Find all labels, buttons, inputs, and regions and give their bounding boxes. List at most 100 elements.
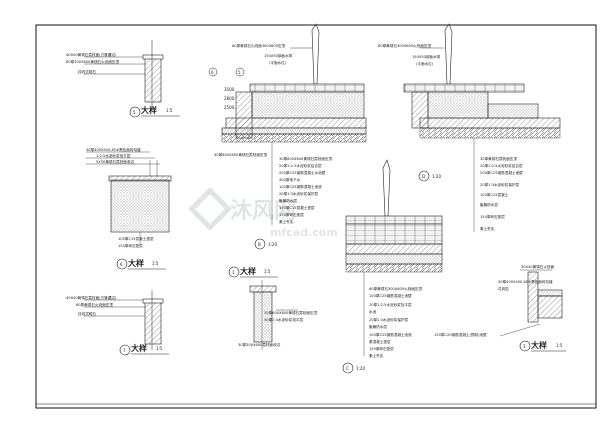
svg-text:60厚黄锈石300X600火烧面压顶: 60厚黄锈石300X600火烧面压顶: [369, 286, 423, 291]
svg-text:素土夯实: 素土夯实: [480, 226, 495, 231]
detail-C: 60厚黄锈石300X600火烧面压顶 100厚C25钢筋混凝土池壁 20厚1:2…: [342, 159, 443, 374]
detail-number: 1: [232, 270, 235, 275]
detail-callout-circle: [418, 170, 430, 182]
sheet-frame: [35, 24, 597, 409]
note: 30厚300X600荔枝面收边: [238, 342, 281, 347]
detail-title: 大样: [240, 266, 256, 276]
detail-callout-circle: [119, 344, 131, 356]
svg-text:100厚C25钢筋混凝土池底: 100厚C25钢筋混凝土池底: [369, 332, 412, 337]
svg-text:30厚黄锈石荔枝面压顶: 30厚黄锈石荔枝面压顶: [480, 156, 517, 161]
svg-text:20厚1:2.5水泥砂浆结合层: 20厚1:2.5水泥砂浆结合层: [279, 163, 322, 168]
note: 30厚600X600黄锈石荔枝面压顶: [214, 152, 268, 157]
detail-B-notes: 30厚600X600黄锈石荔枝面压顶 20厚1:2.5水泥砂浆结合层 200厚C…: [279, 156, 333, 224]
note: 花岗岩: [498, 286, 509, 291]
note: 60厚300X600黄锈石火烧面压顶: [66, 59, 120, 64]
detail-scale: 1:5: [152, 261, 159, 266]
detail-title: 大样: [128, 258, 144, 268]
detail-number: 5: [133, 110, 136, 115]
watermark: 沐风网 mfcad.com: [188, 187, 338, 239]
svg-text:100厚C25混凝土: 100厚C25混凝土: [480, 192, 509, 197]
svg-text:30厚600X600黄锈石荔枝面压顶: 30厚600X600黄锈石荔枝面压顶: [279, 156, 333, 161]
detail-scale: 1:5: [264, 269, 271, 274]
note: 30厚400X400,65#黑色面砖勾缝: [498, 279, 553, 284]
note: (平面水位): [416, 61, 434, 66]
detail-title: 大样: [131, 343, 147, 353]
svg-text:20厚1:3水泥砂浆保护层: 20厚1:3水泥砂浆保护层: [279, 191, 319, 196]
detail-scale: 1:20: [432, 174, 441, 179]
svg-text:20厚1:2.5水泥砂浆结合层: 20厚1:2.5水泥砂浆结合层: [480, 163, 523, 168]
detail-title: 大样: [141, 105, 157, 115]
svg-text:20厚1:3水泥砂浆保护层: 20厚1:3水泥砂浆保护层: [480, 182, 520, 187]
detail-callout-circle: [342, 362, 354, 374]
detail-6: 30厚400X400,65#黑色面砖勾缝 1:2.5水泥砂浆找平层 5X30黄锈…: [86, 147, 172, 270]
svg-text:150厚碎石垫层: 150厚碎石垫层: [279, 212, 304, 217]
note: 30厚400X400,65#黑色面砖勾缝: [86, 147, 141, 152]
svg-text:水池: 水池: [369, 309, 377, 314]
svg-text:20厚1:3水泥砂浆保护层: 20厚1:3水泥砂浆保护层: [369, 317, 409, 322]
svg-text:聚脲防水层: 聚脲防水层: [369, 324, 387, 329]
note: 1:2.5水泥砂浆找平层: [96, 153, 131, 158]
watermark-text: 沐风网: [230, 199, 296, 224]
svg-text:聚脲防水层: 聚脲防水层: [279, 198, 297, 203]
note: 60厚黄锈石火烧面300X600压顶: [232, 43, 286, 48]
detail-scale: 1:20: [268, 242, 277, 247]
note: 100厚C15混凝土垫层: [118, 236, 154, 241]
detail-number: 7: [123, 348, 126, 353]
note: 挂线式砌石: [78, 69, 96, 74]
note: 20厚600X600黄锈石荔枝面压顶: [264, 310, 318, 315]
detail-callout-circle: [254, 238, 266, 250]
detail-callout-circle: [129, 106, 141, 118]
detail-number: 6: [120, 262, 123, 267]
svg-text:100厚C25钢筋混凝土池壁: 100厚C25钢筋混凝土池壁: [369, 293, 412, 298]
detail-label: C: [346, 366, 349, 371]
level-mark: 2500.: [224, 105, 235, 110]
svg-text:200厚C25钢筋混凝土池壁: 200厚C25钢筋混凝土池壁: [480, 170, 523, 175]
note: 60厚黄锈石火烧面压顶: [76, 302, 113, 307]
note: (平面水位): [269, 60, 287, 65]
note: 150X50钢板水带: [412, 54, 441, 59]
svg-text:20厚1:2.5水泥砂浆找平层: 20厚1:2.5水泥砂浆找平层: [369, 302, 412, 307]
svg-text:素土夯实: 素土夯实: [369, 353, 384, 358]
note: 150厚C20钢筋混凝土(预制)池壁: [434, 332, 487, 337]
note: 30X40黄锈石火烧面: [521, 264, 555, 269]
detail-B: 60厚黄锈石火烧面300X600压顶 150X50钢板水带 (平面水位) 350…: [208, 23, 367, 250]
detail-scale: 1:20: [356, 366, 365, 371]
svg-text:100厚C25钢筋混凝土池底: 100厚C25钢筋混凝土池底: [279, 184, 322, 189]
svg-text:素混凝土垫层: 素混凝土垫层: [369, 339, 391, 344]
note: 150X50钢板水带: [264, 53, 293, 58]
callout-number: 5: [238, 70, 241, 75]
svg-text:150厚C15混凝土垫层: 150厚C15混凝土垫层: [279, 205, 315, 210]
detail-number: 3: [523, 344, 526, 349]
detail-D: 60厚黄锈石300X600火烧面压顶 150X50钢板水带 (平面水位) 30厚…: [378, 23, 561, 232]
svg-text:聚脲防水层: 聚脲防水层: [480, 202, 498, 207]
level-mark: 2800.: [224, 96, 235, 101]
detail-callout-circle: [228, 266, 240, 278]
detail-label: B: [258, 242, 261, 247]
note: 5X30黄锈石荔枝面收边: [96, 159, 134, 164]
svg-text:素土夯实: 素土夯实: [279, 219, 294, 224]
note: 40X40黄锈石荔枝面(方管镶边): [66, 52, 117, 57]
callout-number: 6: [211, 70, 214, 75]
detail-C-notes: 60厚黄锈石300X600火烧面压顶 100厚C25钢筋混凝土池壁 20厚1:2…: [369, 286, 423, 358]
detail-scale: 1:5: [166, 108, 173, 113]
detail-scale: 1:5: [156, 346, 163, 351]
svg-text:400厚地下水: 400厚地下水: [279, 177, 301, 182]
note: 60厚黄锈石300X600火烧面压顶: [378, 43, 432, 48]
detail-label: D: [422, 174, 425, 179]
svg-text:200厚C25钢筋混凝土水池壁: 200厚C25钢筋混凝土水池壁: [279, 170, 326, 175]
detail-callout-circle: [116, 258, 128, 270]
detail-callout-circle: [519, 340, 531, 352]
detail-title: 大样: [531, 340, 547, 350]
svg-text:150厚碎石垫层: 150厚碎石垫层: [480, 214, 505, 219]
svg-text:150厚碎石垫层: 150厚碎石垫层: [369, 346, 394, 351]
note: 50厚1:3水泥砂浆找平层: [264, 317, 304, 322]
watermark-subtext: mfcad.com: [270, 226, 338, 239]
detail-3: 30X40黄锈石火烧面 30厚400X400,65#黑色面砖勾缝 花岗岩 150…: [434, 264, 566, 352]
note: 40X40黄锈石荔枝面(方管镶边): [66, 295, 117, 300]
note: 挂线式砌石: [78, 311, 96, 316]
detail-D-notes: 30厚黄锈石荔枝面压顶 20厚1:2.5水泥砂浆结合层 200厚C25钢筋混凝土…: [480, 156, 523, 231]
note: 150厚碎石垫层: [118, 243, 143, 248]
level-mark: 3500.: [224, 87, 235, 92]
